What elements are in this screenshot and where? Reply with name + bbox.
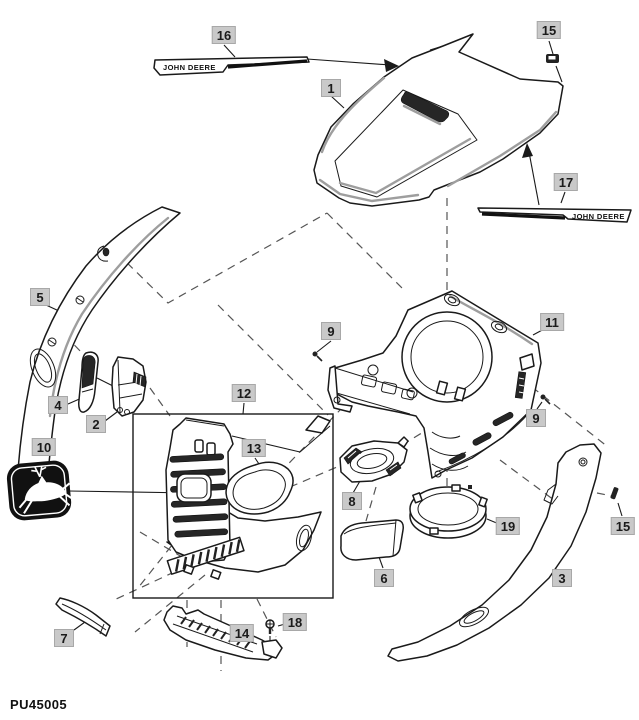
callout-17[interactable]: 17 xyxy=(553,173,579,191)
callout-12[interactable]: 12 xyxy=(231,384,257,402)
callout-14[interactable]: 14 xyxy=(229,624,255,642)
part-19-fan-ring xyxy=(409,484,488,539)
callout-10[interactable]: 10 xyxy=(31,438,57,456)
part-10-logo-badge xyxy=(6,460,74,521)
callout-11[interactable]: 11 xyxy=(540,313,564,331)
part-6-headlight-lens xyxy=(340,519,404,561)
callout-7[interactable]: 7 xyxy=(54,629,74,647)
part-1-hood xyxy=(313,33,564,207)
callout-8[interactable]: 8 xyxy=(342,492,362,510)
part-15-pin-right xyxy=(610,487,619,500)
callout-6[interactable]: 6 xyxy=(374,569,394,587)
part-17-hood-decal-right: JOHN DEERE xyxy=(477,207,632,223)
callout-19[interactable]: 19 xyxy=(495,517,521,535)
grille-assembly xyxy=(165,415,331,580)
part-12-grille-assembly-box xyxy=(132,413,334,599)
callout-9-left[interactable]: 9 xyxy=(321,322,341,340)
callout-16[interactable]: 16 xyxy=(211,26,237,44)
part-7-trim-strip xyxy=(55,597,111,637)
part-13-grille-bezel xyxy=(225,461,294,515)
callout-15-right[interactable]: 15 xyxy=(610,517,636,535)
callout-2[interactable]: 2 xyxy=(86,415,106,433)
callout-15-top[interactable]: 15 xyxy=(536,21,562,39)
part-11-cowl xyxy=(327,290,542,479)
callout-13[interactable]: 13 xyxy=(241,439,267,457)
callout-1[interactable]: 1 xyxy=(321,79,341,97)
callout-4[interactable]: 4 xyxy=(48,396,68,414)
callout-3[interactable]: 3 xyxy=(552,569,572,587)
part-18-screw xyxy=(265,619,275,634)
part-9-screw-left xyxy=(312,351,323,362)
callout-9-right[interactable]: 9 xyxy=(526,409,546,427)
part-9-screw-right xyxy=(540,394,551,405)
decal-text-left: JOHN DEERE xyxy=(163,63,216,72)
part-16-hood-decal-left: JOHN DEERE xyxy=(153,56,310,76)
part-14-bumper xyxy=(163,605,283,661)
part-4-bracket xyxy=(78,351,99,413)
figure-code: PU45005 xyxy=(10,697,68,712)
part-3-side-panel-right xyxy=(387,443,602,662)
callout-18[interactable]: 18 xyxy=(282,613,308,631)
part-15-clip-top xyxy=(546,54,559,63)
john-deere-leaping-deer-icon xyxy=(6,460,74,521)
part-2-bracket xyxy=(111,356,147,417)
callout-5[interactable]: 5 xyxy=(30,288,50,306)
part-8-headlight-housing xyxy=(339,436,409,483)
decal-text-right: JOHN DEERE xyxy=(572,212,625,221)
